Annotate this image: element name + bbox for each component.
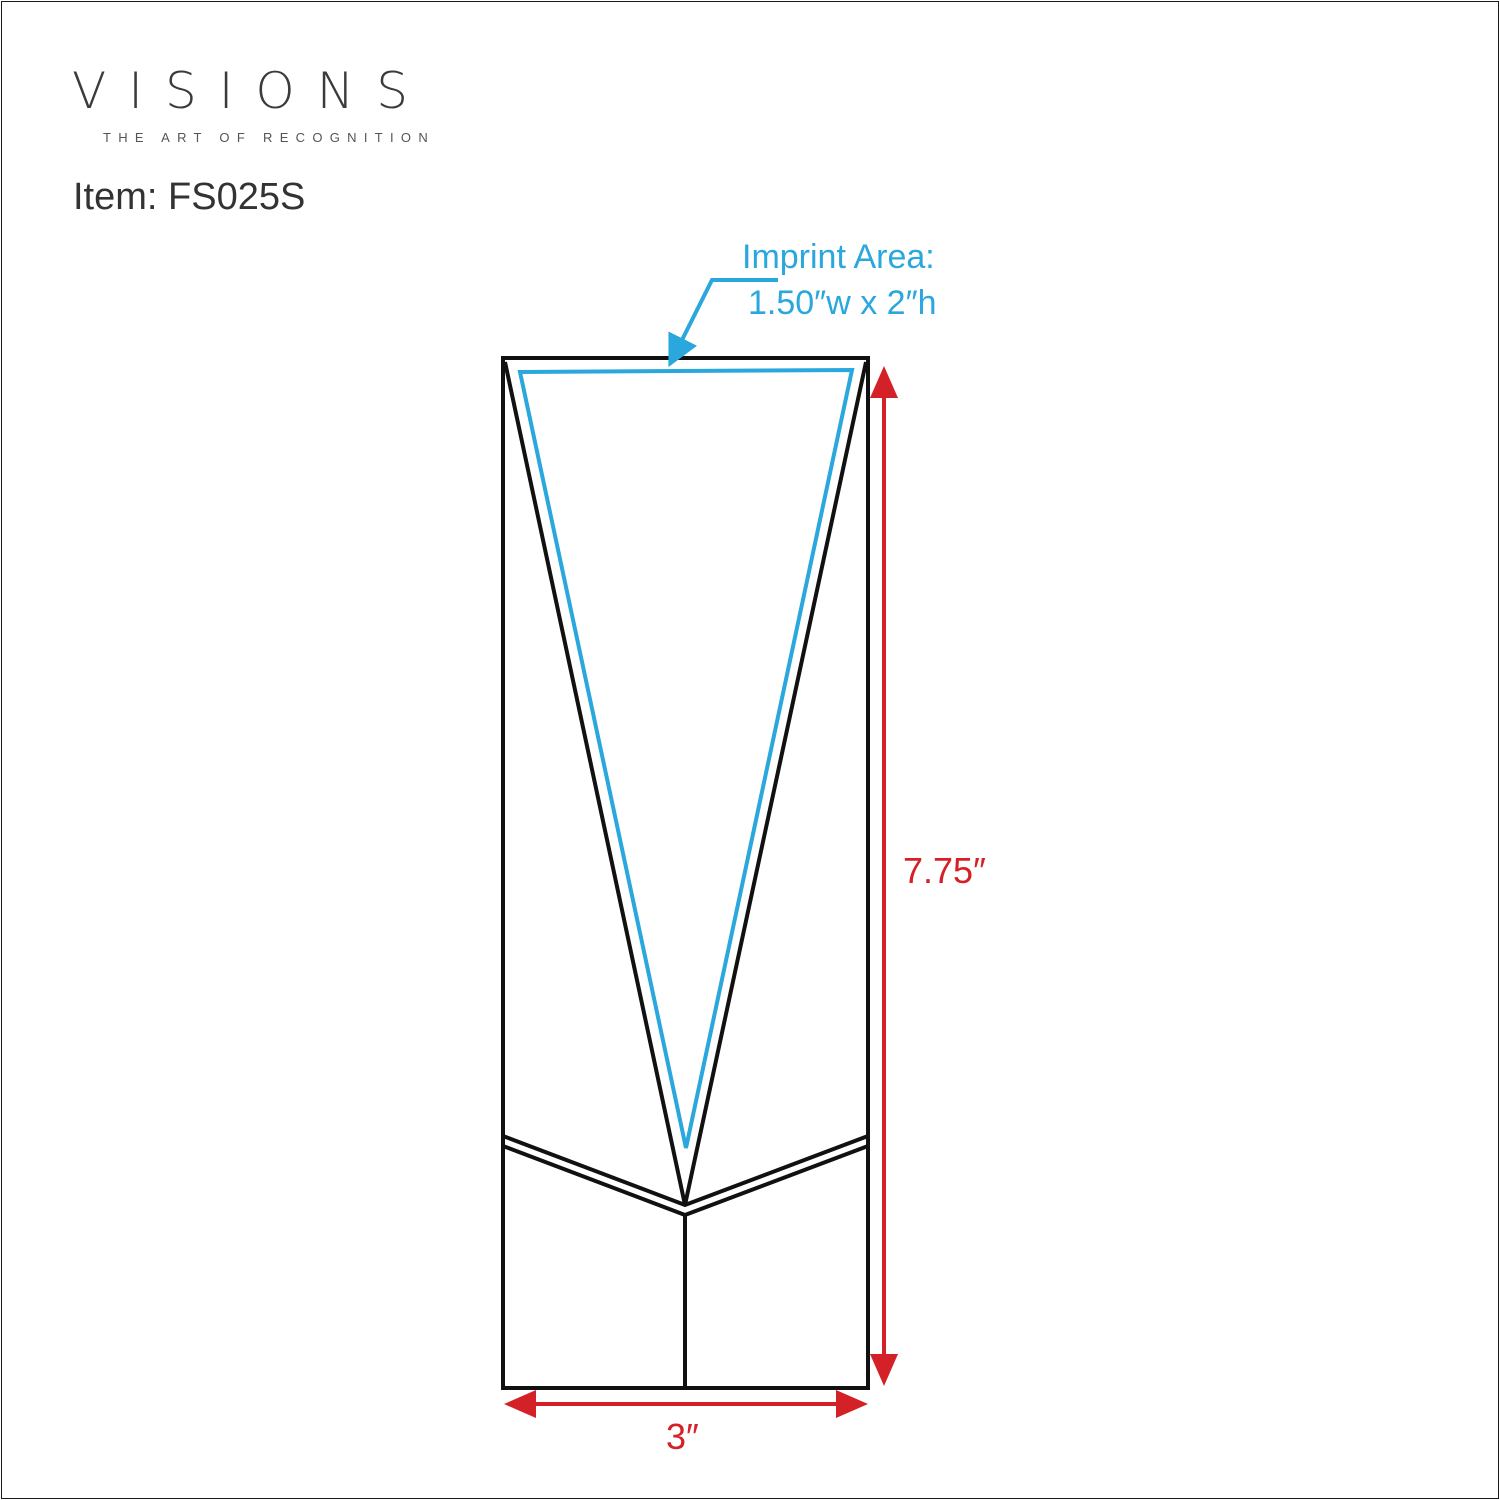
chevron-upper [502,1134,869,1208]
facet-right [683,361,868,1206]
width-arrowhead-right [836,1390,868,1418]
item-label: Item: FS025S [73,176,306,218]
height-arrowhead-top [870,366,898,398]
width-dimension-label: 3″ [666,1416,699,1457]
brand-tagline: THE ART OF RECOGNITION [103,130,436,145]
imprint-area-size: 1.50″w x 2″h [748,284,937,322]
imprint-area-title: Imprint Area: [742,238,935,276]
imprint-area-triangle [517,367,855,1149]
height-dimension-label: 7.75″ [903,850,986,891]
facet-left [503,361,687,1206]
imprint-leader-arrow [668,278,778,368]
award-outline [501,356,870,1390]
height-arrowhead-bottom [870,1354,898,1386]
brand-logo-wordmark: VISIONS [72,62,430,120]
width-arrowhead-left [504,1390,536,1418]
